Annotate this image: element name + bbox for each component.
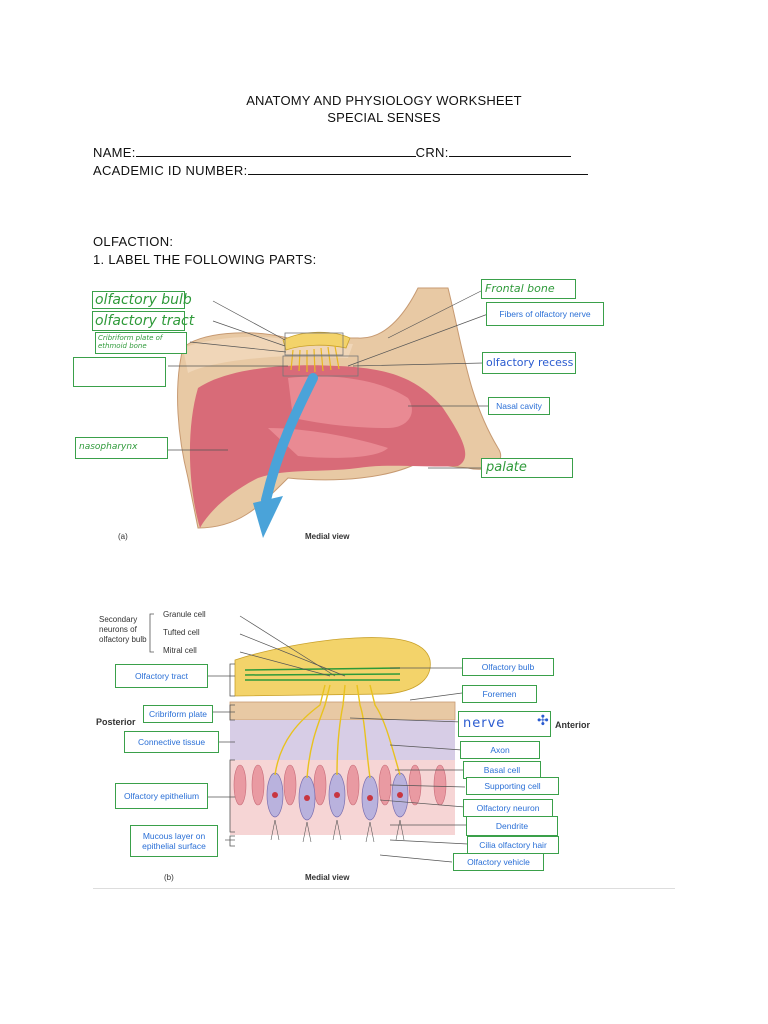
- section-title: OLFACTION:: [93, 234, 174, 249]
- label-olfactory-bulb[interactable]: olfactory bulb: [92, 291, 192, 309]
- name-field[interactable]: [135, 146, 416, 157]
- label-b-olfactory-bulb[interactable]: Olfactory bulb: [462, 658, 554, 676]
- figure-a-letter: (a): [118, 532, 128, 541]
- academic-id-field[interactable]: [247, 164, 588, 175]
- label-b-axon[interactable]: Axon: [460, 741, 540, 759]
- granule-cell-label: Granule cell: [163, 610, 206, 619]
- anterior-label: Anterior: [555, 720, 591, 730]
- label-palate[interactable]: palate: [481, 458, 573, 478]
- page-divider: [93, 888, 675, 889]
- section-question: 1. LABEL THE FOLLOWING PARTS:: [93, 252, 317, 267]
- mitral-cell-label: Mitral cell: [163, 646, 197, 655]
- label-frontal-bone[interactable]: Frontal bone: [481, 279, 576, 299]
- academic-id-row: ACADEMIC ID NUMBER:: [93, 163, 588, 178]
- tufted-cell-label: Tufted cell: [163, 628, 200, 637]
- label-b-foremen[interactable]: Foremen: [462, 685, 537, 703]
- label-b-cilia[interactable]: Cilia olfactory hair: [467, 836, 559, 854]
- label-nasopharynx[interactable]: nasopharynx: [75, 437, 168, 459]
- label-b-olfactory-epithelium[interactable]: Olfactory epithelium: [115, 783, 208, 809]
- label-b-connective-tissue[interactable]: Connective tissue: [124, 731, 219, 753]
- label-olfactory-recess[interactable]: olfactory recess: [482, 352, 576, 374]
- figure-a-caption: Medial view: [305, 532, 350, 541]
- cursor-mark-icon: ✣: [537, 713, 549, 729]
- label-nasal-cavity[interactable]: Nasal cavity: [488, 397, 550, 415]
- label-b-olfactory-tract[interactable]: Olfactory tract: [115, 664, 208, 688]
- label-b-olfactory-neuron[interactable]: Olfactory neuron: [463, 799, 553, 817]
- label-olfactory-tract[interactable]: olfactory tract: [92, 311, 194, 331]
- figure-b-caption: Medial view: [305, 873, 350, 882]
- label-b-olfactory-vehicle[interactable]: Olfactory vehicle: [453, 853, 544, 871]
- crn-label: CRN:: [415, 145, 449, 160]
- figure-b-leader-lines: [149, 613, 469, 863]
- posterior-label: Posterior: [96, 717, 136, 727]
- worksheet-title: ANATOMY AND PHYSIOLOGY WORKSHEET: [246, 93, 522, 108]
- academic-id-label: ACADEMIC ID NUMBER:: [93, 163, 248, 178]
- label-cribriform-plate[interactable]: Cribriform plate of ethmoid bone: [95, 332, 187, 354]
- nasal-cavity-illustration: [168, 287, 501, 538]
- figure-b-letter: (b): [164, 873, 174, 882]
- name-field-row: NAME: CRN:: [93, 145, 571, 160]
- olfactory-epithelium-illustration: [229, 637, 456, 843]
- name-label: NAME:: [93, 145, 136, 160]
- crn-field[interactable]: [448, 146, 571, 157]
- label-fibers-olfactory-nerve[interactable]: Fibers of olfactory nerve: [486, 302, 604, 326]
- label-b-cribriform-plate[interactable]: Cribriform plate: [143, 705, 213, 723]
- label-b-nerve[interactable]: nerve ✣: [458, 711, 551, 737]
- label-b-mucous-layer[interactable]: Mucous layer on epithelial surface: [130, 825, 218, 857]
- label-b-dendrite[interactable]: Dendrite: [466, 816, 558, 836]
- label-blank[interactable]: [73, 357, 166, 387]
- worksheet-subtitle: SPECIAL SENSES: [327, 110, 441, 125]
- secondary-neurons-label: Secondary neurons of olfactory bulb: [99, 615, 147, 644]
- label-b-supporting-cell[interactable]: Supporting cell: [466, 777, 559, 795]
